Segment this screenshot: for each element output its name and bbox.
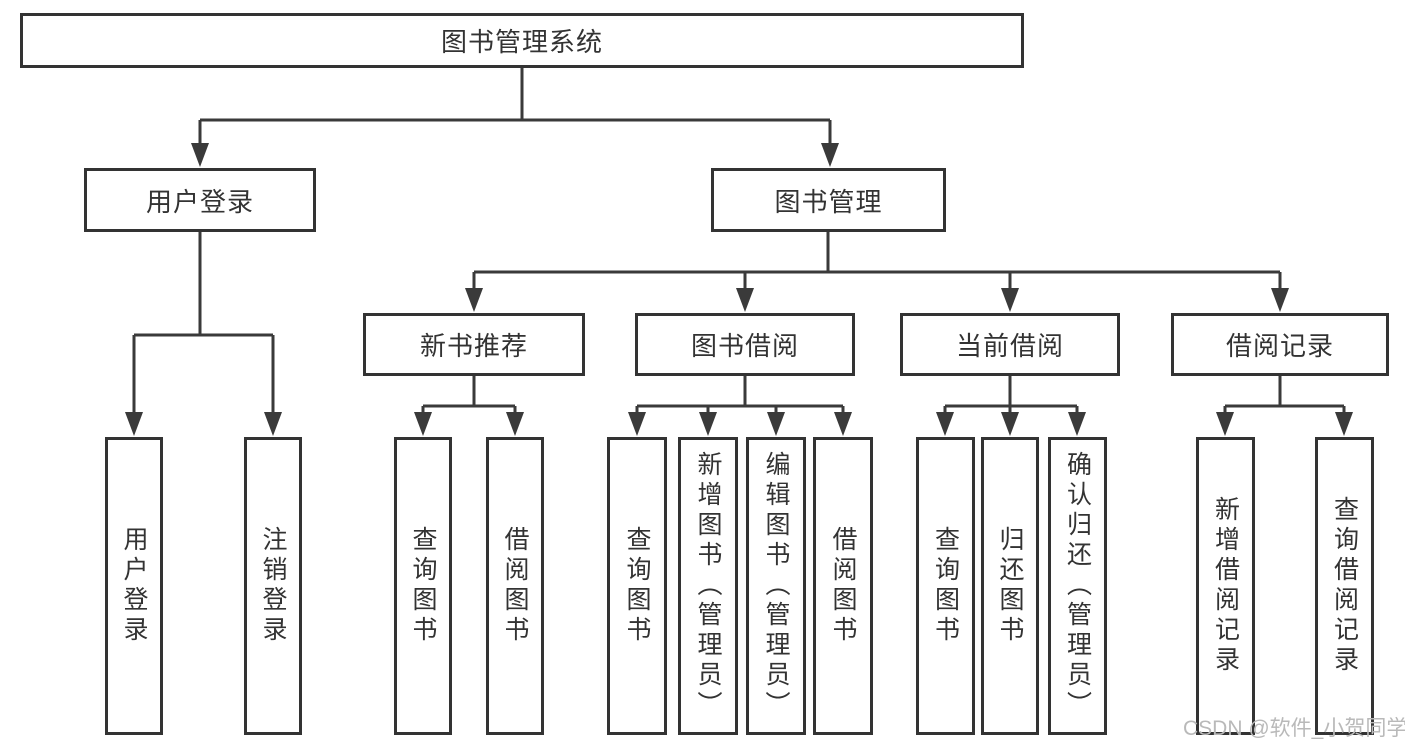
leaf-add-books-admin-label: 新增图书（管理员） [694, 451, 722, 721]
leaf-add-books-admin: 新增图书（管理员） [678, 437, 738, 735]
node-borrow-record: 借阅记录 [1171, 313, 1389, 376]
leaf-user-login: 用户登录 [105, 437, 163, 735]
leaf-add-borrow-record: 新增借阅记录 [1196, 437, 1255, 735]
leaf-logout-label: 注销登录 [259, 526, 287, 646]
leaf-edit-books-admin: 编辑图书（管理员） [746, 437, 806, 735]
leaf-query-books-borrow: 查询图书 [607, 437, 667, 735]
leaf-query-books-borrow-label: 查询图书 [623, 526, 651, 646]
leaf-edit-books-admin-label: 编辑图书（管理员） [762, 451, 790, 721]
node-new-book-recommend-label: 新书推荐 [419, 331, 528, 361]
node-user-login-label: 用户登录 [145, 186, 254, 217]
leaf-add-borrow-record-label: 新增借阅记录 [1211, 496, 1240, 676]
node-library-system-label: 图书管理系统 [440, 27, 603, 57]
leaf-borrow-books-recommend: 借阅图书 [486, 437, 544, 735]
node-book-management-label: 图书管理 [774, 186, 883, 217]
leaf-query-borrow-record: 查询借阅记录 [1315, 437, 1374, 735]
node-user-login: 用户登录 [84, 168, 316, 232]
leaf-query-books-recommend: 查询图书 [394, 437, 452, 735]
arrowheads [125, 143, 1353, 436]
leaf-return-books: 归还图书 [981, 437, 1039, 735]
node-book-management: 图书管理 [711, 168, 946, 232]
node-current-borrow: 当前借阅 [900, 313, 1120, 376]
leaf-user-login-label: 用户登录 [120, 526, 148, 646]
leaf-borrow-books: 借阅图书 [813, 437, 873, 735]
leaf-confirm-return-admin-label: 确认归还（管理员） [1063, 451, 1092, 721]
leaf-borrow-books-recommend-label: 借阅图书 [501, 526, 529, 646]
node-library-system: 图书管理系统 [20, 13, 1024, 68]
node-new-book-recommend: 新书推荐 [363, 313, 585, 376]
node-book-borrow: 图书借阅 [635, 313, 855, 376]
leaf-confirm-return-admin: 确认归还（管理员） [1048, 437, 1107, 735]
leaf-query-books-current-label: 查询图书 [931, 526, 960, 646]
csdn-watermark: CSDN @软件_小贺同学 [1183, 717, 1405, 740]
node-current-borrow-label: 当前借阅 [955, 331, 1064, 361]
node-borrow-record-label: 借阅记录 [1225, 331, 1334, 361]
leaf-logout: 注销登录 [244, 437, 302, 735]
leaf-query-borrow-record-label: 查询借阅记录 [1330, 496, 1359, 676]
leaf-return-books-label: 归还图书 [996, 526, 1024, 646]
leaf-borrow-books-label: 借阅图书 [829, 526, 857, 646]
node-book-borrow-label: 图书借阅 [690, 331, 799, 361]
leaf-query-books-recommend-label: 查询图书 [409, 526, 437, 646]
leaf-query-books-current: 查询图书 [916, 437, 975, 735]
